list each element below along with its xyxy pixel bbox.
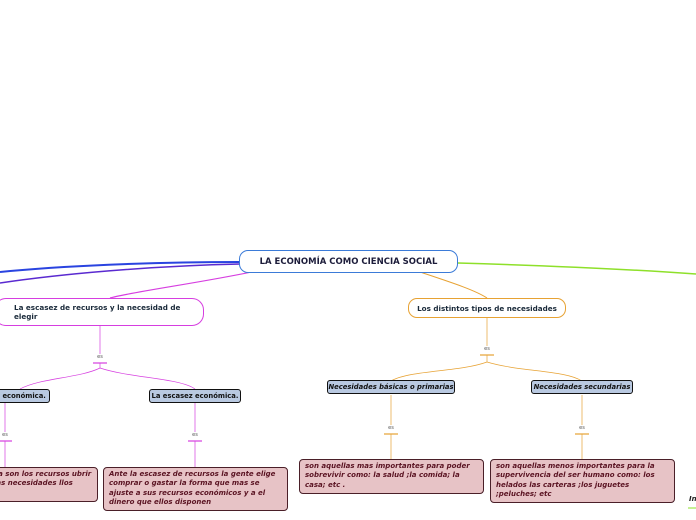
topic-scarcity[interactable]: La escasez de recursos y la necesidad de… [0, 298, 204, 326]
offscreen-topic-fragment: In [689, 495, 696, 503]
leaf-note-basic-needs[interactable]: son aquellas mas importantes para poder … [299, 459, 484, 494]
topic-needs-types-label: Los distintos tipos de necesidades [417, 303, 557, 313]
connector-label: es [2, 432, 8, 438]
topic-scarcity-label: La escasez de recursos y la necesidad de… [14, 303, 181, 321]
subtopic-label: z económica. [0, 392, 46, 400]
subtopic-economic-scarcity-left[interactable]: z económica. [0, 389, 50, 403]
subtopic-label: Necesidades secundarias [533, 383, 631, 391]
connector-label: es [484, 346, 490, 352]
leaf-note-secondary-needs[interactable]: son aquellas menos importantes para la s… [490, 459, 675, 503]
topic-needs-types[interactable]: Los distintos tipos de necesidades [408, 298, 566, 318]
central-topic-label: LA ECONOMÍA COMO CIENCIA SOCIAL [259, 256, 438, 267]
leaf-note-scarcity-definition[interactable]: ca son los recursos ubrir las necesidade… [0, 467, 98, 502]
leaf-text: son aquellas menos importantes para la s… [496, 462, 655, 499]
leaf-note-scarcity-choice[interactable]: Ante la escasez de recursos la gente eli… [103, 467, 288, 511]
link-purple [0, 263, 241, 284]
leaf-text: son aquellas mas importantes para poder … [305, 462, 470, 489]
connector-label: es [579, 425, 585, 431]
link-central-right-topic [419, 271, 488, 299]
leaf-text: ca son los recursos ubrir las necesidade… [0, 470, 92, 488]
link-green [457, 262, 696, 275]
subtopic-economic-scarcity[interactable]: La escasez económica. [149, 389, 241, 403]
connector-label: es [97, 354, 103, 360]
central-topic[interactable]: LA ECONOMÍA COMO CIENCIA SOCIAL [239, 250, 458, 273]
connector-label: es [388, 425, 394, 431]
subtopic-basic-needs[interactable]: Necesidades básicas o primarias [327, 380, 455, 394]
subtopic-label: La escasez económica. [151, 392, 239, 400]
link-blue [0, 261, 241, 273]
leaf-text: Ante la escasez de recursos la gente eli… [109, 470, 276, 507]
connector-label: es [192, 432, 198, 438]
subtopic-secondary-needs[interactable]: Necesidades secundarias [531, 380, 633, 394]
subtopic-label: Necesidades básicas o primarias [328, 383, 454, 391]
